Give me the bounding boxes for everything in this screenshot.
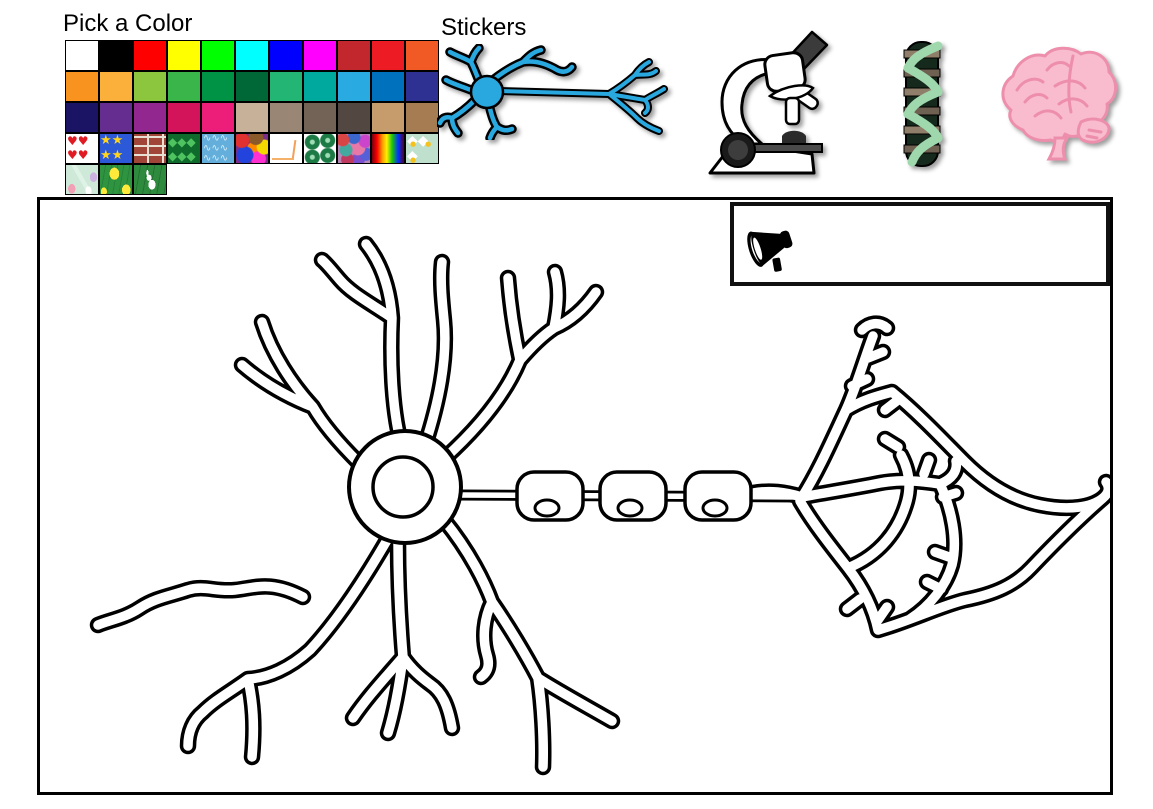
microscope-nosepiece <box>767 84 815 101</box>
color-swatch-ED1E79[interactable] <box>201 102 235 133</box>
color-swatch-998675[interactable] <box>269 102 303 133</box>
caption-box[interactable] <box>730 202 1110 286</box>
color-swatch-C1272D[interactable] <box>337 40 371 71</box>
pattern-swatch-green-balls[interactable] <box>303 133 337 164</box>
neuron-line-art[interactable] <box>40 200 1110 792</box>
color-swatch-006837[interactable] <box>235 71 269 102</box>
color-swatch-A67C52[interactable] <box>405 102 439 133</box>
nucleus[interactable] <box>371 455 435 519</box>
microscope-objective <box>784 96 801 126</box>
pattern-swatch-sketch[interactable] <box>269 133 303 164</box>
color-swatch-22B573[interactable] <box>269 71 303 102</box>
color-swatch-ED1C24[interactable] <box>371 40 405 71</box>
pattern-swatch-bricks[interactable] <box>133 133 167 164</box>
color-swatch-0071BC[interactable] <box>371 71 405 102</box>
pattern-swatch-diamonds[interactable] <box>167 133 201 164</box>
pattern-swatch-camo[interactable] <box>235 133 269 164</box>
microscope-stage <box>751 143 823 153</box>
pattern-swatch-egg-diamonds[interactable] <box>405 133 439 164</box>
color-swatch-534741[interactable] <box>337 102 371 133</box>
color-swatch-000000[interactable] <box>99 40 133 71</box>
neuron-sticker-soma <box>469 74 505 110</box>
pattern-swatch-egg-hunt[interactable] <box>99 164 133 195</box>
pattern-swatch-easter-eggs[interactable] <box>65 164 99 195</box>
pattern-swatch-waves[interactable] <box>201 133 235 164</box>
dna-ribbon <box>903 41 943 167</box>
color-swatch-C69C6D[interactable] <box>371 102 405 133</box>
color-swatch-8CC63F[interactable] <box>133 71 167 102</box>
pattern-swatch-marbles[interactable] <box>337 133 371 164</box>
color-swatch-FFFFFF[interactable] <box>65 40 99 71</box>
microscope-specimen <box>782 130 806 146</box>
palette-title: Pick a Color <box>63 10 193 37</box>
color-swatch-2E3192[interactable] <box>405 71 439 102</box>
brain-stem <box>1046 136 1070 161</box>
brain-folds <box>1015 54 1103 140</box>
sticker-neuron[interactable] <box>437 44 672 140</box>
color-swatch-FF00FF[interactable] <box>303 40 337 71</box>
coloring-canvas[interactable] <box>37 197 1113 795</box>
color-swatch-662D91[interactable] <box>99 102 133 133</box>
color-swatch-0000FF[interactable] <box>269 40 303 71</box>
color-swatch-FBB03B[interactable] <box>99 71 133 102</box>
pattern-swatch-hearts[interactable] <box>65 133 99 164</box>
color-swatch-736357[interactable] <box>303 102 337 133</box>
color-swatch-1B1464[interactable] <box>65 102 99 133</box>
color-swatch-00FF00[interactable] <box>201 40 235 71</box>
sticker-dna[interactable] <box>896 38 952 170</box>
color-swatch-39B54A[interactable] <box>167 71 201 102</box>
megaphone-icon <box>747 230 793 272</box>
color-swatch-00A99D[interactable] <box>303 71 337 102</box>
sticker-brain[interactable] <box>995 46 1121 164</box>
color-swatch-FFFF00[interactable] <box>167 40 201 71</box>
color-swatch-F7931E[interactable] <box>65 71 99 102</box>
color-swatch-C7B299[interactable] <box>235 102 269 133</box>
pattern-swatch-rainbow[interactable] <box>371 133 405 164</box>
myelin-segments[interactable] <box>515 470 753 522</box>
color-swatch-009245[interactable] <box>201 71 235 102</box>
pattern-swatch-bunny[interactable] <box>133 164 167 195</box>
color-palette[interactable] <box>65 40 439 195</box>
color-swatch-92278F[interactable] <box>133 102 167 133</box>
color-swatch-00FFFF[interactable] <box>235 40 269 71</box>
pattern-swatch-stars[interactable] <box>99 133 133 164</box>
color-swatch-D4145A[interactable] <box>167 102 201 133</box>
sticker-microscope[interactable] <box>700 26 842 176</box>
color-swatch-F15A24[interactable] <box>405 40 439 71</box>
color-swatch-FF0000[interactable] <box>133 40 167 71</box>
color-swatch-29ABE2[interactable] <box>337 71 371 102</box>
stickers-title: Stickers <box>441 14 527 41</box>
microscope-focus-knob-inner <box>728 140 748 160</box>
